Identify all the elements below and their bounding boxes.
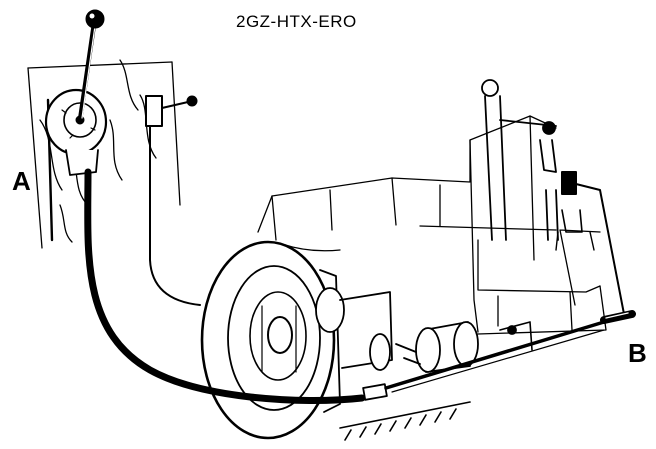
control-cable bbox=[84, 168, 636, 404]
engine-side-lever bbox=[555, 171, 625, 315]
flywheel bbox=[200, 240, 341, 440]
bulkhead-panel bbox=[27, 59, 181, 249]
fuel-pipe-assembly bbox=[481, 79, 559, 241]
engine-block bbox=[257, 115, 607, 335]
shaft-coupling bbox=[315, 287, 533, 373]
model-code-title: 2GZ-HTX-ERO bbox=[236, 12, 357, 31]
bottom-gear-detail bbox=[339, 401, 471, 441]
control-lever-unit bbox=[44, 9, 108, 176]
callout-a-label: A bbox=[12, 166, 31, 196]
callout-b-label: B bbox=[628, 338, 647, 368]
stop-control-fitting bbox=[145, 95, 201, 306]
